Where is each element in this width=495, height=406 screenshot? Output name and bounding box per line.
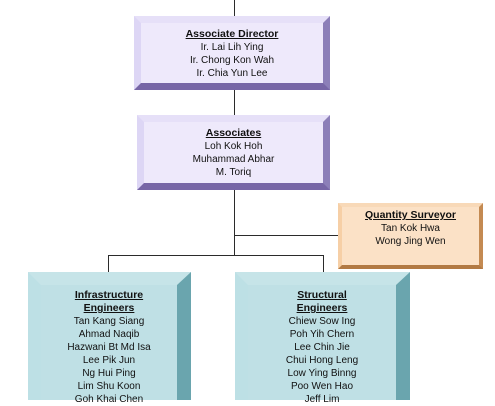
structural-engineers-title-line: Engineers	[296, 302, 348, 314]
quantity-surveyor-title: Quantity Surveyor	[364, 209, 457, 221]
infrastructure-engineers-title-line: Engineers	[83, 302, 135, 314]
infrastructure-engineer-member: Ng Hui Ping	[82, 368, 136, 379]
connector-top	[234, 0, 235, 16]
associate-director-member: Ir. Chia Yun Lee	[196, 68, 268, 79]
associate-director-member: Ir. Lai Lih Ying	[200, 42, 264, 53]
connector-associates-down	[234, 190, 235, 255]
associates-member: Loh Kok Hoh	[204, 141, 263, 152]
infrastructure-engineer-member: Ahmad Naqib	[78, 329, 140, 340]
infrastructure-engineers-box: Infrastructure Engineers Tan Kang Siang …	[28, 272, 191, 405]
infrastructure-engineer-member: Hazwani Bt Md Isa	[67, 342, 151, 353]
structural-engineer-member: Lee Chin Jie	[294, 342, 350, 353]
structural-engineer-member: Poo Wen Hao	[290, 381, 354, 392]
connector-infrastructure	[108, 255, 109, 272]
quantity-surveyor-member: Tan Kok Hwa	[381, 223, 440, 234]
structural-engineer-member: Chui Hong Leng	[285, 355, 359, 366]
associates-member: M. Toriq	[215, 167, 252, 178]
associates-member: Muhammad Abhar	[192, 154, 275, 165]
connector-director-associates	[234, 90, 235, 115]
structural-engineers-title-line: Structural	[297, 289, 347, 301]
infrastructure-engineers-title-line: Infrastructure	[74, 289, 144, 301]
structural-engineer-member: Poh Yih Chern	[289, 329, 355, 340]
associates-title: Associates	[205, 127, 262, 139]
associate-director-member: Ir. Chong Kon Wah	[189, 55, 275, 66]
associate-director-title: Associate Director	[185, 28, 279, 40]
structural-engineers-box: Structural Engineers Chiew Sow Ing Poh Y…	[235, 272, 410, 405]
infrastructure-engineer-member: Lim Shu Koon	[77, 381, 141, 392]
structural-engineer-member: Chiew Sow Ing	[288, 316, 356, 327]
quantity-surveyor-member: Wong Jing Wen	[375, 236, 446, 247]
infrastructure-engineer-member: Tan Kang Siang	[73, 316, 145, 327]
connector-engineers-horizontal	[108, 255, 324, 256]
quantity-surveyor-box: Quantity Surveyor Tan Kok Hwa Wong Jing …	[338, 203, 483, 269]
structural-engineer-member: Low Ying Binng	[287, 368, 357, 379]
connector-qs-branch	[234, 235, 338, 236]
associates-box: Associates Loh Kok Hoh Muhammad Abhar M.…	[137, 115, 330, 190]
infrastructure-engineer-member: Lee Pik Jun	[82, 355, 136, 366]
connector-structural	[323, 255, 324, 272]
associate-director-box: Associate Director Ir. Lai Lih Ying Ir. …	[134, 16, 330, 90]
